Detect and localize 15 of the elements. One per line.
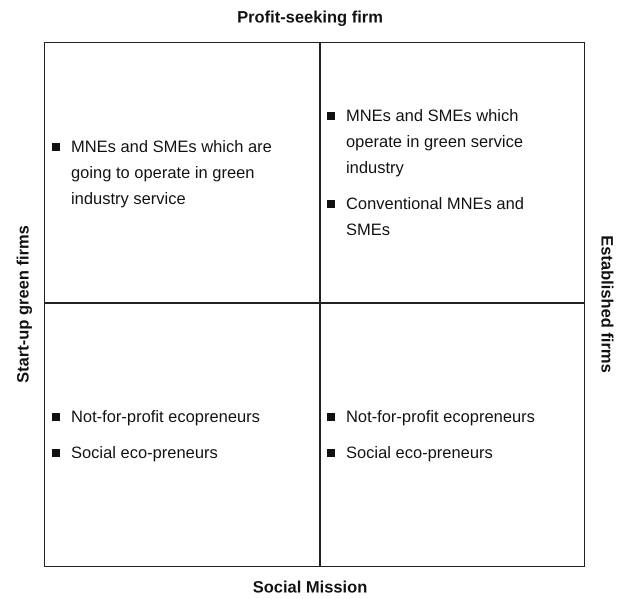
bullet-text: Social eco-preneurs xyxy=(346,444,493,462)
quadrant-box xyxy=(319,42,585,304)
axis-label: Start-up green firms xyxy=(14,225,34,383)
axis-label: Established firms xyxy=(596,235,616,373)
bullet-text: Social eco-preneurs xyxy=(71,444,218,462)
quadrant-box xyxy=(319,302,585,567)
bullet-text: Conventional MNEs and SMEs xyxy=(346,195,524,239)
quadrant-box xyxy=(44,302,321,567)
axis-label: Social Mission xyxy=(252,578,368,598)
bullet-text: Not-for-profit ecopreneurs xyxy=(71,408,260,426)
quadrant-box xyxy=(44,42,321,304)
bullet-text: MNEs and SMEs which operate in green service industry xyxy=(346,107,524,177)
axis-label: Profit-seeking firm xyxy=(237,8,383,28)
bullet-text: MNEs and SMEs which are going to operate in green industry service xyxy=(71,138,272,208)
bullet-text: Not-for-profit ecopreneurs xyxy=(346,408,535,426)
